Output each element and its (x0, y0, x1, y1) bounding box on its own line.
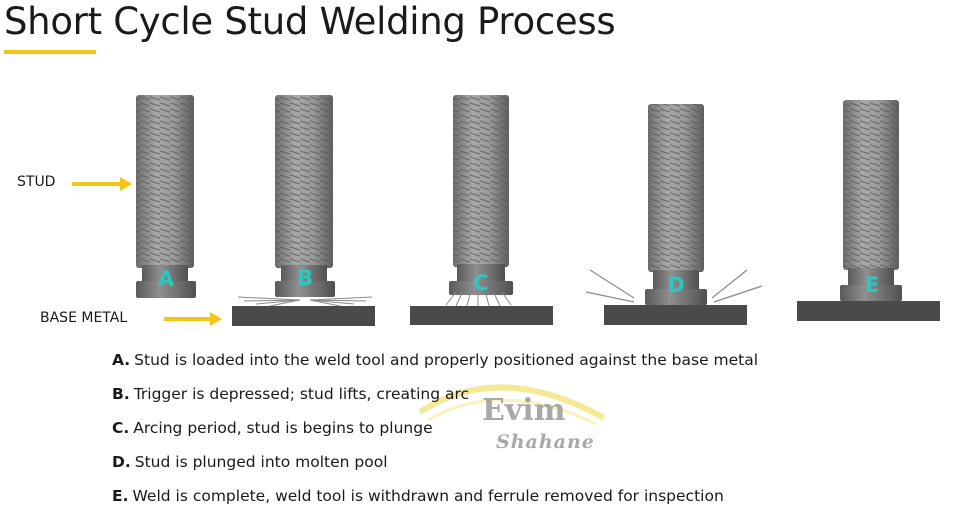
step-letter-c: C (473, 271, 489, 295)
step-letter-d: D (667, 273, 685, 297)
base-metal-d (604, 305, 747, 325)
page-title: Short Cycle Stud Welding Process (4, 0, 616, 43)
title-underline (4, 50, 96, 54)
stud-welding-diagram (72, 95, 940, 426)
spark-lines-d (585, 269, 763, 303)
step-item-d: D.Stud is plunged into molten pool (112, 453, 388, 471)
base-metal-c (410, 306, 553, 325)
step-list: A.Stud is loaded into the weld tool and … (112, 346, 758, 516)
arc-rays-b (237, 296, 373, 307)
stud-a (136, 95, 196, 298)
base-metal-arrow (164, 312, 222, 326)
base-metal-e (797, 301, 940, 321)
step-item-c: C.Arcing period, stud is begins to plung… (112, 419, 433, 437)
base-metal-label: BASE METAL (40, 310, 128, 326)
arc-rays-c (445, 291, 512, 307)
step-item-b: B.Trigger is depressed; stud lifts, crea… (112, 385, 470, 403)
base-metal-b (232, 306, 375, 326)
step-letter-e: E (864, 273, 880, 297)
watermark-shahane: Shahane (496, 431, 595, 453)
step-item-e: E.Weld is complete, weld tool is withdra… (112, 487, 724, 505)
watermark-evim: Evim (482, 393, 566, 428)
stud-e (840, 100, 902, 301)
step-letter-b: B (296, 266, 313, 290)
stud-arrow (72, 177, 132, 191)
stud-d (645, 104, 707, 305)
stud-b (275, 95, 335, 297)
stud-label: STUD (17, 174, 56, 190)
step-item-a: A.Stud is loaded into the weld tool and … (112, 351, 759, 369)
watermark-logo (418, 384, 606, 426)
step-letter-a: A (157, 267, 175, 291)
stud-c (449, 95, 513, 295)
